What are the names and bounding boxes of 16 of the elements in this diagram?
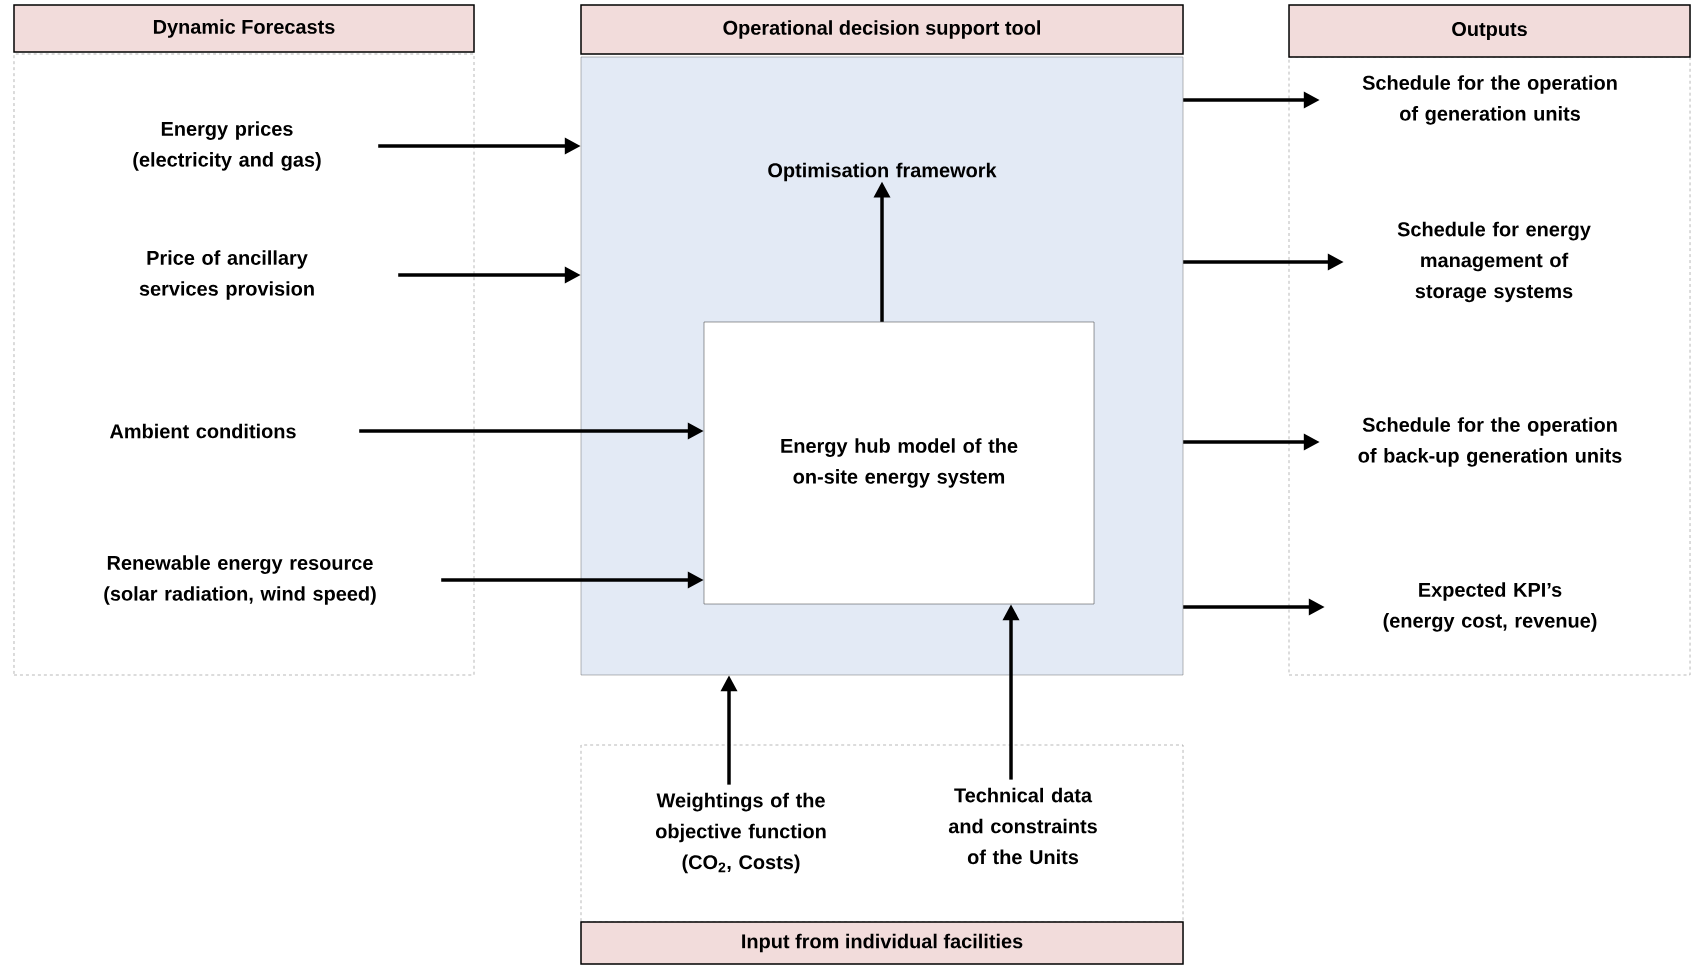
label-text: Schedule for the operation of back-up generation units <box>1358 417 1622 467</box>
node-label: Operational decision support tool <box>723 20 1041 39</box>
model-box: Energy hub model of the on-site energy system <box>703 321 1095 605</box>
node-label: Input from individual facilities <box>742 933 1023 953</box>
label-text: Schedule for the operation of generation units <box>1362 75 1617 125</box>
label-text: Price of ancillary services provision <box>139 250 314 300</box>
node-label: Dynamic Forecasts <box>153 19 335 38</box>
label-text: Ambient conditions <box>109 423 296 439</box>
label-text: Energy prices (electricity and gas) <box>133 121 321 171</box>
label-text: Expected KPI’s (energy cost, revenue) <box>1383 582 1597 632</box>
label-text: Optimisation framework <box>768 162 997 182</box>
label-text: Weightings of the objective function (CO$_{2}$, Costs) <box>656 792 826 874</box>
label-text: Schedule for energy management of storage systems <box>1397 221 1591 303</box>
node-label: Outputs <box>1452 21 1527 41</box>
label-text: Technical data and constraints of the Units <box>948 787 1097 865</box>
label-text: Renewable energy resource (solar radiation, wind speed) <box>104 555 376 605</box>
